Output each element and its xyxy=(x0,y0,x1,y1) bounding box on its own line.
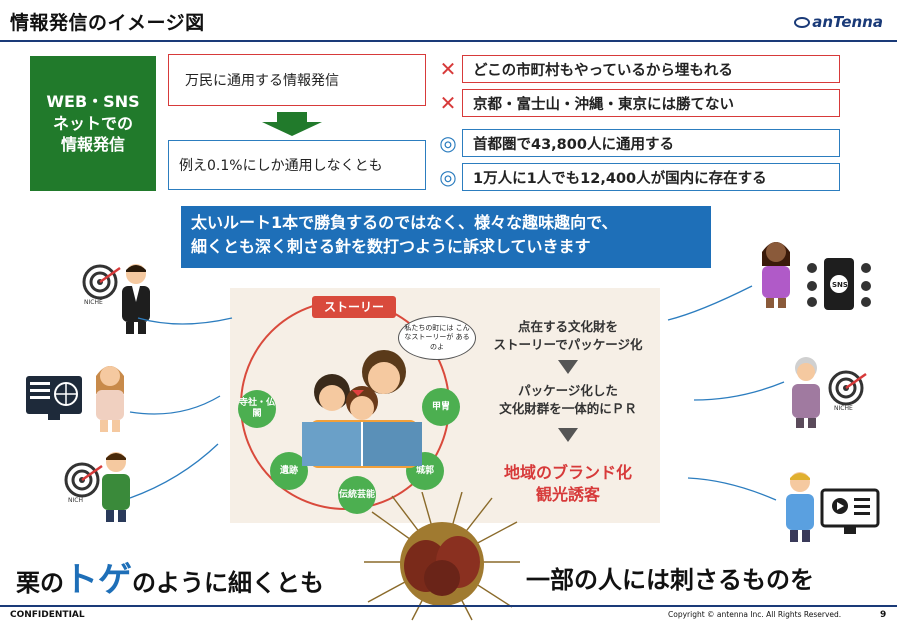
slogan-left-pre: 栗の xyxy=(16,569,64,597)
strategy-banner: 太いルート1本で勝負するのではなく、様々な趣味趣向で、 細くとも深く刺さる針を数… xyxy=(181,206,711,268)
blonde-man-person xyxy=(786,472,814,542)
triangle-down-icon xyxy=(558,428,578,442)
bad-point-text: どこの市町村もやっているから埋もれる xyxy=(462,55,840,83)
woman-with-phone-person xyxy=(762,242,790,308)
flow-step-2: パッケージ化した 文化財群を一体的にＰＲ xyxy=(484,382,652,418)
page-number: 9 xyxy=(880,610,887,620)
young-man-person xyxy=(102,452,130,522)
niche-target-icon: NICHE xyxy=(828,370,867,412)
node-temples: 寺社・仏閣 xyxy=(238,390,276,428)
cross-icon: ✕ xyxy=(439,57,457,81)
antenna-logo-icon xyxy=(794,16,811,28)
connector-line xyxy=(667,285,753,321)
double-circle-icon: ◎ xyxy=(439,131,457,155)
universal-message-box: 万民に通用する情報発信 xyxy=(168,54,426,106)
brand-result-line-1: 地域のブランド化 xyxy=(503,463,632,482)
flow-step-1-line-2: ストーリーでパッケージ化 xyxy=(493,337,643,353)
green-box-line-3: 情報発信 xyxy=(60,135,125,155)
banner-line-2: 細くとも深く刺さる針を数打つように訴求していきます xyxy=(191,237,591,256)
woman-person xyxy=(96,366,124,432)
story-label: ストーリー xyxy=(312,296,396,318)
down-arrow-icon xyxy=(262,112,322,136)
connector-line xyxy=(693,381,785,401)
triangle-down-icon xyxy=(558,360,578,374)
family-reading-illustration xyxy=(302,350,422,468)
web-browser-monitor-icon xyxy=(26,376,82,420)
flow-step-2-line-2: 文化財群を一体的にＰＲ xyxy=(499,401,637,417)
niche-target-icon: NICH xyxy=(64,462,103,504)
sns-phone-icon: SNS xyxy=(807,258,871,310)
header-divider xyxy=(0,40,897,42)
sns-label: SNS xyxy=(832,281,848,289)
copyright-text: Copyright © antenna Inc. All Rights Rese… xyxy=(668,610,842,619)
speech-bubble: 私たちの町には こんなストーリーが あるのよ xyxy=(398,316,476,360)
good-point-text: 首都圏で43,800人に通用する xyxy=(462,129,840,157)
connector-line xyxy=(687,477,777,501)
good-point-row: ◎ 1万人に1人でも12,400人が国内に存在する xyxy=(434,162,840,192)
web-sns-box: WEB・SNS ネットでの 情報発信 xyxy=(30,56,156,191)
bad-point-row: ✕ 京都・富士山・沖縄・東京には勝てない xyxy=(434,88,840,118)
businessman-person xyxy=(122,264,150,334)
flow-step-1-line-1: 点在する文化財を xyxy=(517,319,618,334)
slogan-right: 一部の人には刺さるものを xyxy=(526,566,814,594)
node-traditional-arts: 伝統芸能 xyxy=(338,476,376,514)
node-armor: 甲冑 xyxy=(422,388,460,426)
logo-text: anTenna xyxy=(812,13,883,31)
slogan-left: 栗のトゲのように細くとも xyxy=(16,552,324,601)
chestnut-burr-illustration xyxy=(364,492,520,621)
flow-step-1: 点在する文化財を ストーリーでパッケージ化 xyxy=(484,318,652,354)
niche-target-icon: NICHE xyxy=(82,264,121,306)
slogan-left-post: のように細くとも xyxy=(132,569,324,597)
good-point-row: ◎ 首都圏で43,800人に通用する xyxy=(434,128,840,158)
cross-icon: ✕ xyxy=(439,91,457,115)
page-title: 情報発信のイメージ図 xyxy=(10,12,205,34)
brand-result-line-2: 観光誘客 xyxy=(535,485,600,505)
connector-line xyxy=(129,443,219,499)
brand-result: 地域のブランド化 観光誘客 xyxy=(484,462,652,507)
connector-line xyxy=(129,395,221,415)
niche-label: NICHE xyxy=(834,405,853,412)
green-box-line-2: ネットでの xyxy=(52,113,133,133)
niche-label: NICHE xyxy=(84,299,103,306)
niche-message-box: 例え0.1%にしか通用しなくとも xyxy=(168,140,426,190)
footer-divider xyxy=(0,605,897,607)
slogan-toge-emphasis: トゲ xyxy=(64,560,132,600)
good-point-text: 1万人に1人でも12,400人が国内に存在する xyxy=(462,163,840,191)
video-monitor-icon xyxy=(820,488,880,534)
green-box-line-1: WEB・SNS xyxy=(46,92,140,112)
banner-line-1: 太いルート1本で勝負するのではなく、様々な趣味趣向で、 xyxy=(191,213,618,232)
antenna-logo: anTenna xyxy=(794,13,883,31)
flow-step-2-line-1: パッケージ化した xyxy=(518,383,618,398)
elderly-woman-person xyxy=(792,357,820,428)
double-circle-icon: ◎ xyxy=(439,165,457,189)
bad-point-row: ✕ どこの市町村もやっているから埋もれる xyxy=(434,54,840,84)
bad-point-text: 京都・富士山・沖縄・東京には勝てない xyxy=(462,89,840,117)
node-ruins: 遺跡 xyxy=(270,452,308,490)
niche-label-short: NICH xyxy=(68,497,83,504)
confidential-label: CONFIDENTIAL xyxy=(10,610,85,620)
